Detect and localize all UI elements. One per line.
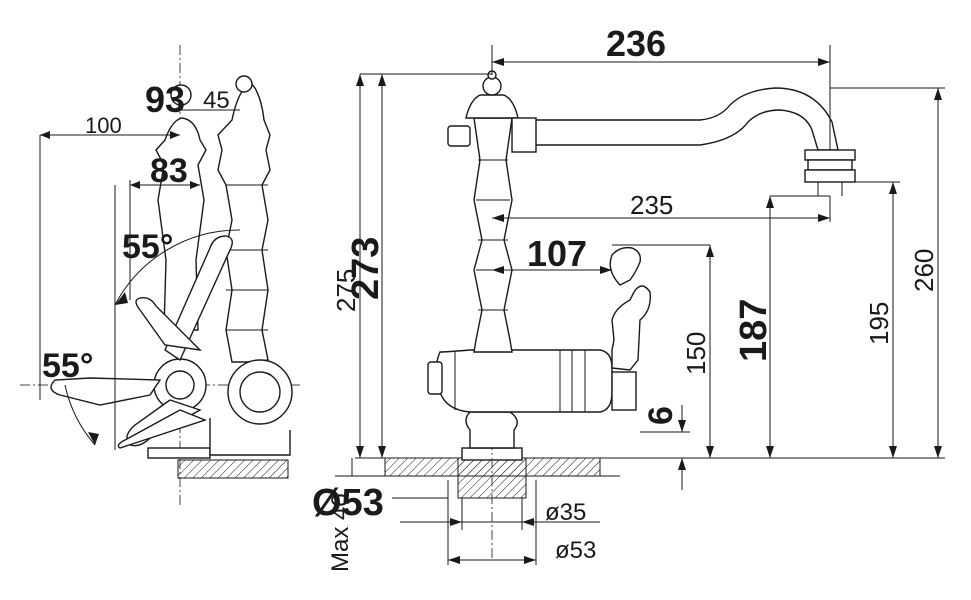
- side-base-plate: [147, 447, 211, 459]
- side-lever-knob: [170, 84, 192, 106]
- label-d53: ø53: [555, 537, 596, 564]
- label-107: 107: [527, 233, 587, 274]
- front-lever-base: [611, 371, 637, 411]
- label-275: 275: [331, 269, 361, 312]
- side-lever-mid: [135, 296, 202, 351]
- front-view: 236 235 107 275 273 150 6 187 195 260 Ma…: [312, 23, 945, 572]
- label-side-45: 45: [203, 87, 230, 114]
- side-view: 93 45 100 83 55° 55°: [20, 45, 300, 505]
- front-lever-handle: [609, 246, 651, 411]
- label-side-83: 83: [150, 152, 188, 190]
- front-lever-ball: [609, 246, 642, 286]
- label-150: 150: [681, 332, 711, 375]
- label-angle-lower: 55°: [42, 347, 93, 385]
- label-angle-upper: 55°: [122, 228, 173, 266]
- side-top-knob: [235, 75, 253, 93]
- label-max40: Max 40: [327, 493, 354, 572]
- label-hole-53: Ø53: [312, 482, 384, 524]
- label-260: 260: [909, 249, 939, 292]
- front-pedestal: [465, 411, 518, 449]
- side-countertop: [177, 459, 289, 479]
- side-lever-up: [164, 235, 233, 362]
- label-side-100: 100: [85, 113, 122, 138]
- side-angle-arc-lower: [64, 384, 96, 446]
- front-spout: [447, 87, 856, 196]
- front-aerator-ring-1: [804, 149, 856, 161]
- label-d35: ø35: [545, 499, 586, 526]
- front-spout-collar: [511, 117, 537, 153]
- label-195: 195: [864, 302, 894, 345]
- front-column: [465, 70, 519, 353]
- side-riser: [217, 75, 271, 363]
- label-6: 6: [642, 406, 680, 425]
- label-187: 187: [733, 299, 775, 362]
- front-end-cap: [427, 361, 443, 395]
- label-236: 236: [606, 23, 666, 64]
- label-273: 273: [345, 237, 387, 300]
- front-column-cap: [465, 94, 519, 119]
- front-spout-left-knob: [447, 125, 471, 147]
- side-angle-arc-upper: [114, 229, 241, 306]
- label-side-93: 93: [145, 79, 185, 120]
- front-cartridge-body: [427, 349, 613, 413]
- side-lever-horizontal: [50, 377, 162, 406]
- label-235: 235: [630, 190, 673, 220]
